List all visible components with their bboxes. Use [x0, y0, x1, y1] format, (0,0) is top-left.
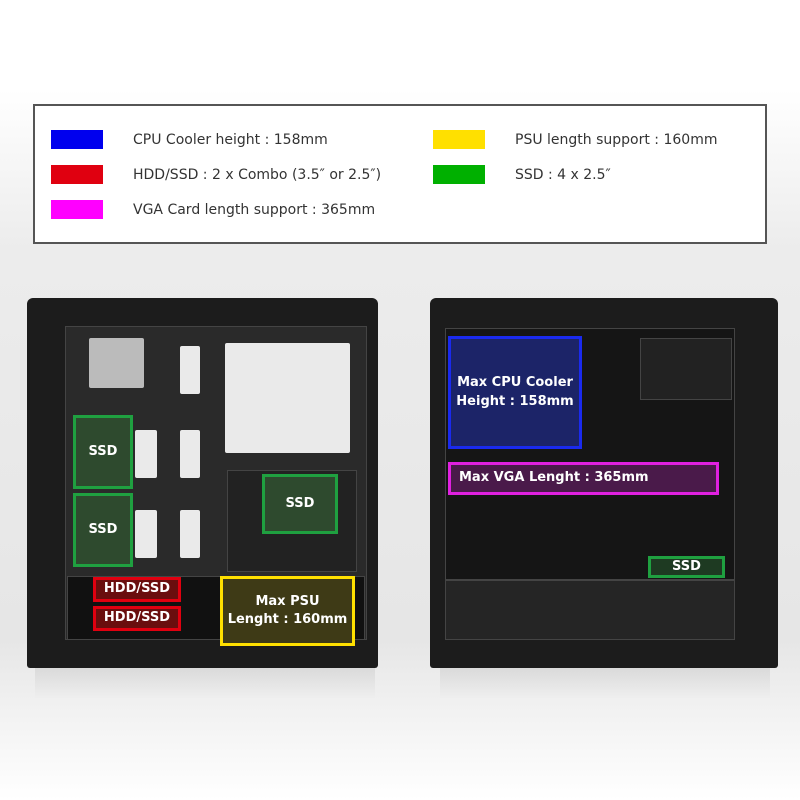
hdd-ssd-label: HDD/SSD	[93, 577, 181, 602]
swatch-green	[433, 165, 485, 184]
legend-label: CPU Cooler height : 158mm	[133, 131, 328, 148]
legend-label: SSD : 4 x 2.5″	[515, 166, 611, 183]
cutout	[180, 346, 200, 394]
floor-reflection	[440, 668, 770, 698]
floor-reflection	[35, 668, 375, 698]
psu-label: Max PSU Lenght : 160mm	[220, 576, 355, 646]
ssd-label: SSD	[262, 474, 338, 534]
drive-cage	[640, 338, 732, 400]
legend-label: HDD/SSD : 2 x Combo (3.5″ or 2.5″)	[133, 166, 382, 183]
cutout	[135, 510, 157, 558]
legend-item-psu: PSU length support : 160mm	[433, 130, 717, 149]
ssd-label: SSD	[73, 493, 133, 567]
legend-item-ssd: SSD : 4 x 2.5″	[433, 165, 611, 184]
vga-label: Max VGA Lenght : 365mm	[448, 462, 719, 495]
legend-item-vga: VGA Card length support : 365mm	[51, 200, 375, 219]
legend-label: VGA Card length support : 365mm	[133, 201, 376, 218]
swatch-blue	[51, 130, 103, 149]
cutout	[89, 338, 144, 388]
legend-label: PSU length support : 160mm	[515, 131, 718, 148]
swatch-magenta	[51, 200, 103, 219]
legend: CPU Cooler height : 158mm HDD/SSD : 2 x …	[33, 104, 767, 244]
ssd-label: SSD	[648, 556, 725, 578]
cutout	[180, 430, 200, 478]
ssd-label: SSD	[73, 415, 133, 489]
cutout	[180, 510, 200, 558]
legend-item-cpu: CPU Cooler height : 158mm	[51, 130, 328, 149]
psu-shroud	[445, 580, 735, 640]
legend-item-hdd: HDD/SSD : 2 x Combo (3.5″ or 2.5″)	[51, 165, 381, 184]
hdd-ssd-label: HDD/SSD	[93, 606, 181, 631]
cutout	[135, 430, 157, 478]
cpu-cooler-label: Max CPU Cooler Height : 158mm	[448, 336, 582, 449]
swatch-yellow	[433, 130, 485, 149]
cpu-cutout	[225, 343, 350, 453]
swatch-red	[51, 165, 103, 184]
